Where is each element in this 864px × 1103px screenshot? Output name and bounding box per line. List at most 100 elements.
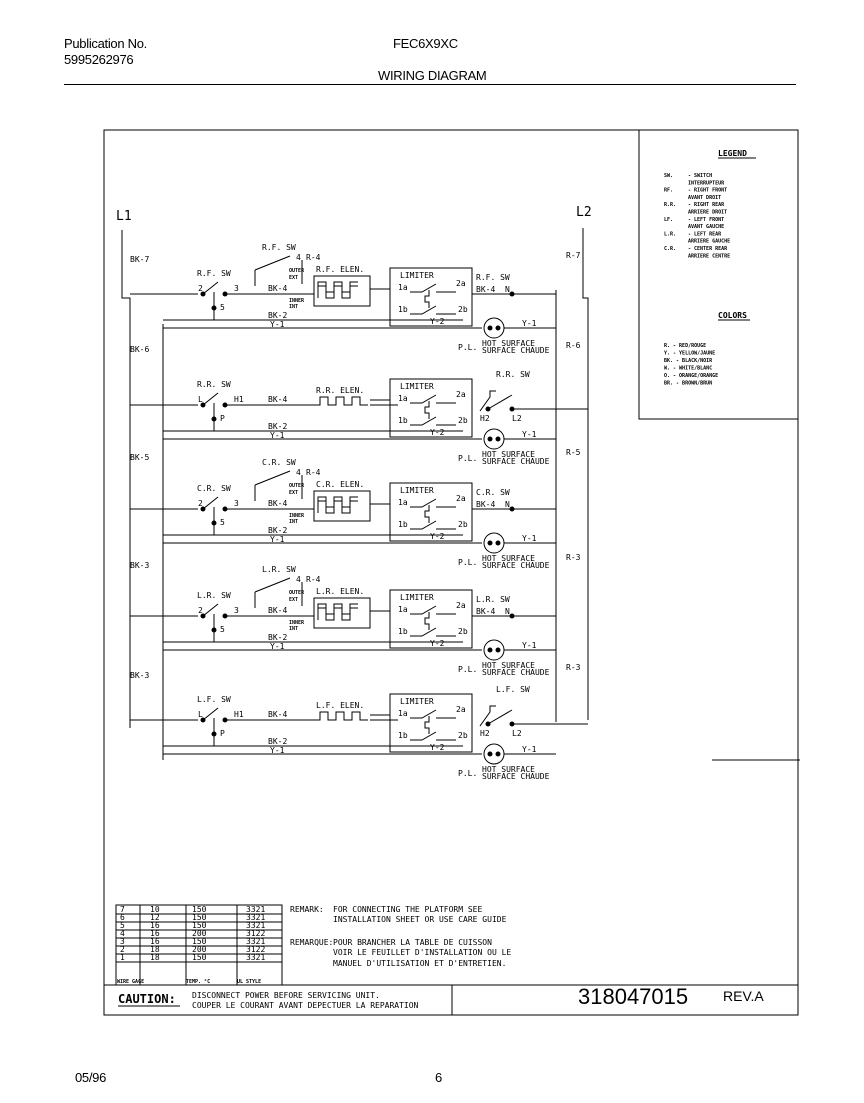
limiter-contact-b bbox=[410, 416, 456, 426]
wire-table-cell: 16 bbox=[150, 921, 160, 930]
terminal-label: 1a bbox=[398, 709, 408, 718]
wire-table-footer: UL STYLE bbox=[237, 979, 261, 985]
terminal-label: 1b bbox=[398, 416, 408, 425]
wire-table-cell: 3 bbox=[120, 937, 125, 946]
top-switch-label: R.F. SW bbox=[262, 243, 296, 252]
terminal-label: EXT bbox=[289, 597, 298, 603]
h2-terminal bbox=[485, 406, 491, 412]
terminal-label: L bbox=[198, 710, 203, 719]
remarque-line-1: POUR BRANCHER LA TABLE DE CUISSON bbox=[333, 938, 492, 947]
wire-table-cell: 3122 bbox=[246, 929, 265, 938]
limiter-box bbox=[389, 482, 473, 542]
wire-table-cell: 150 bbox=[192, 937, 207, 946]
element-coil bbox=[314, 396, 368, 406]
right-switch-label: R.R. SW bbox=[496, 370, 530, 379]
switch-label: R.R. SW bbox=[197, 380, 231, 389]
terminal-label: L2 bbox=[512, 414, 522, 423]
pilot-terminal bbox=[211, 731, 217, 737]
terminal-label: H2 bbox=[480, 729, 490, 738]
terminal-label: 2b bbox=[458, 627, 468, 636]
terminal-label: N bbox=[505, 285, 510, 294]
diagram-frame bbox=[103, 129, 799, 1016]
part-number: 318047015 bbox=[578, 984, 688, 1009]
wire-table-cell: 150 bbox=[192, 921, 207, 930]
terminal-label: N bbox=[505, 607, 510, 616]
terminal-label: L bbox=[198, 395, 203, 404]
pilot-light-label: P.L. bbox=[458, 665, 477, 674]
switch-label: R.F. SW bbox=[197, 269, 231, 278]
wire-label: Y-2 bbox=[430, 532, 445, 541]
wire-table-cell: 7 bbox=[120, 905, 125, 914]
terminal-label: 2a bbox=[456, 279, 466, 288]
wire-table-cell: 1 bbox=[120, 953, 125, 962]
limiter-label: LIMITER bbox=[400, 271, 434, 280]
top-switch-blade bbox=[254, 470, 291, 486]
terminal-label: 1a bbox=[398, 498, 408, 507]
terminal-label: 3 bbox=[234, 606, 239, 615]
terminal-label: INT bbox=[289, 626, 298, 632]
switch-blade bbox=[202, 707, 219, 721]
wire-table-cell: 16 bbox=[150, 929, 160, 938]
wire-label: BK-4 bbox=[476, 285, 495, 294]
wire-table-cell: 200 bbox=[192, 945, 207, 954]
left-wire-label: BK-6 bbox=[130, 345, 149, 354]
wire-table-cell: 12 bbox=[150, 913, 160, 922]
legend-color-item: O. - ORANGE/ORANGE bbox=[664, 373, 718, 379]
limiter-contact-b bbox=[410, 627, 456, 637]
wire-label: BK-2 bbox=[268, 422, 287, 431]
wire-label: BK-4 bbox=[476, 500, 495, 509]
wire-label: R-4 bbox=[306, 575, 321, 584]
element-label: L.F. ELEN. bbox=[316, 701, 364, 710]
remarks: REMARK: FOR CONNECTING THE PLATFORM SEE … bbox=[290, 905, 511, 968]
switch-label: L.R. SW bbox=[197, 591, 231, 600]
terminal-label: H1 bbox=[234, 710, 244, 719]
wire-label: Y-2 bbox=[430, 743, 445, 752]
header-rule bbox=[64, 84, 796, 85]
remarque-line-2: VOIR LE FEUILLET D'INSTALLATION OU LE bbox=[333, 948, 511, 957]
l1-label: L1 bbox=[116, 209, 132, 224]
legend-text: - LEFT FRONT bbox=[688, 217, 724, 223]
wire-label: BK-4 bbox=[268, 499, 287, 508]
element-label: R.F. ELEN. bbox=[316, 265, 364, 274]
caution-line-1: DISCONNECT POWER BEFORE SERVICING UNIT. bbox=[192, 991, 380, 1000]
wire-label: Y-1 bbox=[522, 641, 537, 650]
pilot-light-dot bbox=[495, 325, 501, 331]
element-label: C.R. ELEN. bbox=[316, 480, 364, 489]
limiter-link bbox=[424, 290, 430, 308]
wire-table-cell: 3321 bbox=[246, 921, 265, 930]
wire-table-cell: 6 bbox=[120, 913, 125, 922]
element-coil-outer bbox=[317, 500, 358, 514]
legend-text: - RIGHT REAR bbox=[688, 202, 725, 208]
wire-label: Y-1 bbox=[270, 642, 285, 651]
surface-chaude-label: SURFACE CHAUDE bbox=[482, 346, 550, 355]
element-box bbox=[313, 597, 371, 629]
pilot-light-label: P.L. bbox=[458, 343, 477, 352]
wire-label: BK-4 bbox=[476, 607, 495, 616]
terminal-label: 2a bbox=[456, 494, 466, 503]
bimetal-symbol bbox=[479, 705, 496, 727]
surface-chaude-label: SURFACE CHAUDE bbox=[482, 561, 550, 570]
limiter-link bbox=[424, 612, 430, 630]
right-wire-label: R-5 bbox=[566, 448, 581, 457]
terminal-label: OUTER bbox=[289, 590, 305, 596]
terminal-label: 2a bbox=[456, 705, 466, 714]
caution-block: CAUTION: DISCONNECT POWER BEFORE SERVICI… bbox=[118, 984, 764, 1010]
element-box bbox=[313, 275, 371, 307]
hot-surface-label: HOT SURFACE bbox=[482, 339, 535, 348]
terminal-label: 4 bbox=[296, 575, 301, 584]
legend-text: INTERRUPTEUR bbox=[688, 180, 725, 186]
wire-label: BK-2 bbox=[268, 633, 287, 642]
terminal-label: P bbox=[220, 729, 225, 738]
wire-label: Y-1 bbox=[270, 431, 285, 440]
wire-label: Y-1 bbox=[522, 534, 537, 543]
terminal-label: INT bbox=[289, 519, 298, 525]
switch-blade bbox=[202, 496, 219, 510]
terminal-label: 1a bbox=[398, 394, 408, 403]
terminal-label: OUTER bbox=[289, 268, 305, 274]
element-box bbox=[313, 490, 371, 522]
left-wire-label: BK-3 bbox=[130, 671, 149, 680]
legend-text: AVANT DROIT bbox=[688, 195, 721, 201]
wire-table-cell: 150 bbox=[192, 953, 207, 962]
wire-label: Y-1 bbox=[270, 320, 285, 329]
right-switch-blade bbox=[487, 709, 513, 725]
